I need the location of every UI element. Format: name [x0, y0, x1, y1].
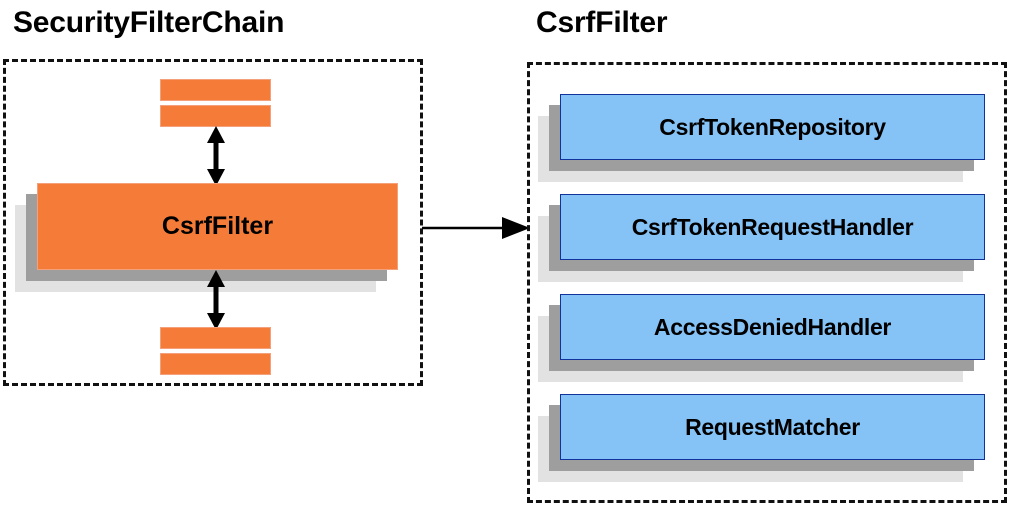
node-csrftokenrepository[interactable]: CsrfTokenRepository — [538, 94, 985, 182]
arrow-above-csrffilter — [204, 126, 228, 186]
node-label: RequestMatcher — [560, 394, 985, 460]
csrffilter-detail-connector — [422, 215, 530, 241]
node-csrftokenrequesthandler[interactable]: CsrfTokenRequestHandler — [538, 194, 985, 282]
filter-bar-above-1 — [160, 79, 271, 101]
filter-bar-below-2 — [160, 353, 271, 375]
arrow-below-csrffilter — [204, 270, 228, 330]
page-title-csrf-filter: CsrfFilter — [536, 6, 668, 39]
filter-bar-below-1 — [160, 327, 271, 349]
node-label: AccessDeniedHandler — [560, 294, 985, 360]
node-csrffilter[interactable]: CsrfFilter — [15, 183, 398, 292]
page-title-security-filter-chain: SecurityFilterChain — [13, 6, 285, 39]
node-label: CsrfTokenRepository — [560, 94, 985, 160]
node-csrffilter-label: CsrfFilter — [37, 183, 398, 270]
filter-bar-above-2 — [160, 105, 271, 127]
group-box-csrf-filter — [527, 62, 1007, 503]
node-accessdeniedhandler[interactable]: AccessDeniedHandler — [538, 294, 985, 382]
node-requestmatcher[interactable]: RequestMatcher — [538, 394, 985, 482]
node-label: CsrfTokenRequestHandler — [560, 194, 985, 260]
group-box-security-filter-chain — [3, 59, 423, 386]
